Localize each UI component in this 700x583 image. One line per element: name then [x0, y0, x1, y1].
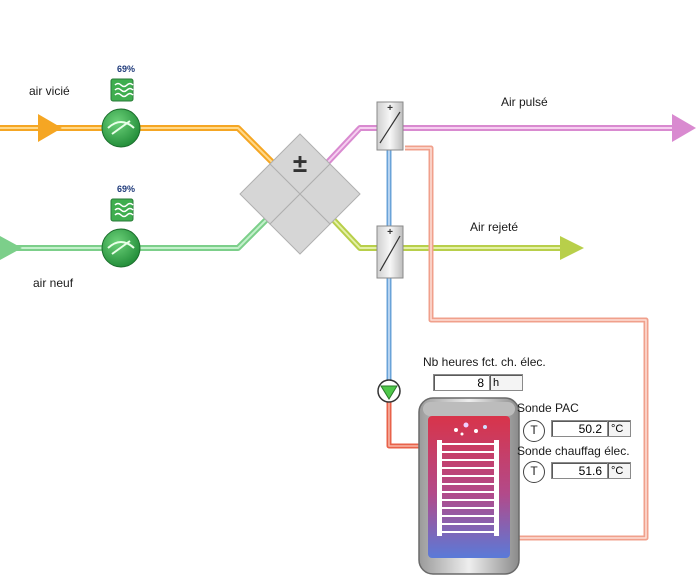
temperature-sensor-icon: T: [523, 420, 545, 442]
fresh-air-duct: [0, 211, 275, 260]
supply-air-arrow: [672, 114, 696, 142]
extract-air-duct: [0, 114, 275, 165]
temperature-sensor-icon: T: [523, 461, 545, 483]
fan-speed-top: 69%: [117, 64, 136, 74]
humidity-icon: [110, 78, 134, 102]
air-pulse-label: Air pulsé: [501, 95, 548, 109]
tank-coil: [440, 443, 496, 533]
exhaust-air-duct: [325, 211, 584, 260]
pump-icon[interactable]: [377, 379, 401, 403]
fan-speed-bottom: 69%: [117, 184, 136, 194]
humidity-icon: [110, 198, 134, 222]
sonde-pac-label: Sonde PAC: [517, 401, 579, 415]
supply-air-duct: [325, 114, 696, 165]
air-vicie-label: air vicié: [29, 84, 70, 98]
air-neuf-label: air neuf: [33, 276, 74, 290]
sonde-chauffag-value: 51.6: [551, 462, 608, 479]
sonde-chauffag-label: Sonde chauffag élec.: [517, 444, 630, 458]
heat-exchanger-icon: ±: [239, 133, 361, 255]
nb-heures-unit: h: [489, 374, 523, 391]
svg-text:+: +: [387, 227, 393, 238]
svg-text:+: +: [387, 103, 393, 114]
heating-coil-icon: +: [376, 225, 404, 279]
exhaust-air-arrow: [560, 236, 584, 260]
air-rejete-label: Air rejeté: [470, 220, 519, 234]
sonde-pac-value: 50.2: [551, 420, 608, 437]
sonde-pac-unit: °C: [607, 420, 631, 437]
exchanger-sign: ±: [293, 148, 307, 178]
nb-heures-label: Nb heures fct. ch. élec.: [423, 355, 546, 369]
storage-tank-icon: [418, 397, 520, 575]
hot-water-pipe: [386, 145, 649, 541]
nb-heures-value: 8: [433, 374, 490, 391]
fresh-air-arrow: [0, 236, 22, 260]
fan-icon[interactable]: [101, 228, 141, 268]
heating-coil-icon: +: [376, 101, 404, 151]
extract-air-arrow: [38, 114, 62, 142]
sonde-chauffag-unit: °C: [607, 462, 631, 479]
fan-icon[interactable]: [101, 108, 141, 148]
